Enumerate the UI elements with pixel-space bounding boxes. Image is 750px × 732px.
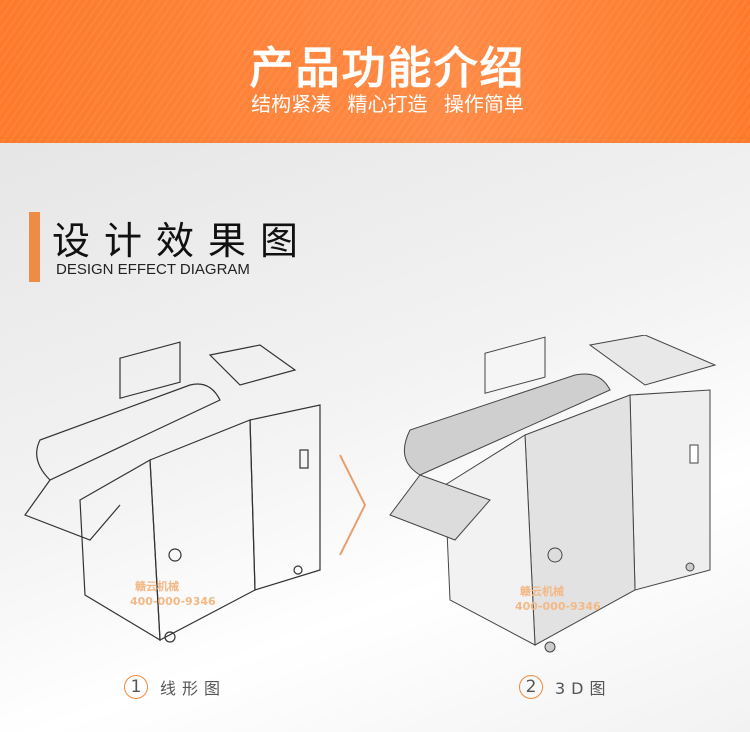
- page-title: 产品功能介绍: [249, 43, 526, 94]
- page-subtitle: 结构紧凑 精心打造 操作简单: [251, 92, 524, 116]
- figure-caption-2: 2 3D图: [519, 675, 612, 699]
- figure-caption-text: 线形图: [160, 679, 227, 698]
- chevron-right-icon: [339, 454, 367, 556]
- watermark-phone: 400-000-9346: [130, 595, 216, 608]
- machine-line-drawing: 赣云机械 400-000-9346: [24, 341, 321, 643]
- figure-caption-text: 3D图: [555, 679, 612, 698]
- figure-number-badge: 1: [124, 675, 148, 699]
- machine-3d-render: 赣云机械 400-000-9346: [389, 335, 717, 653]
- figure-number-badge: 2: [519, 675, 543, 699]
- header-banner: 产品功能介绍 结构紧凑 精心打造 操作简单: [0, 0, 750, 143]
- watermark-brand: 赣云机械: [520, 584, 564, 598]
- figure-caption-1: 1 线形图: [124, 675, 226, 699]
- watermark-phone: 400-000-9346: [515, 600, 601, 613]
- section-accent-bar: [29, 212, 40, 282]
- section-subtitle: DESIGN EFFECT DIAGRAM: [56, 261, 250, 278]
- watermark-brand: 赣云机械: [135, 579, 179, 593]
- section-title: 设计效果图: [52, 219, 313, 263]
